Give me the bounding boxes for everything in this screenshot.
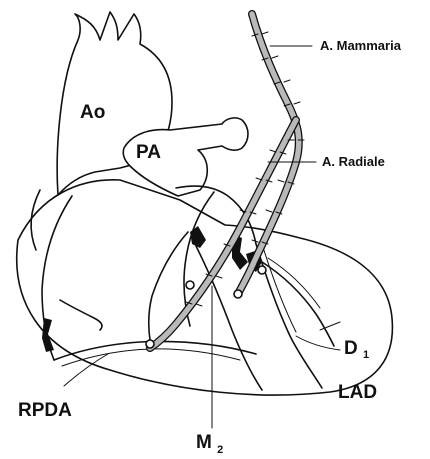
label-pa: PA bbox=[136, 142, 161, 163]
label-a-mammaria: A. Mammaria bbox=[320, 38, 402, 53]
label-a-radiale: A. Radiale bbox=[322, 154, 385, 169]
label-m2-sub: 2 bbox=[217, 444, 223, 456]
label-d1-sub: 1 bbox=[363, 349, 369, 361]
anastomosis-rpda bbox=[146, 340, 154, 348]
label-ao: Ao bbox=[80, 102, 105, 123]
anastomosis-lad bbox=[234, 290, 242, 298]
label-lad: LAD bbox=[338, 382, 377, 403]
anastomosis-d1 bbox=[258, 266, 266, 274]
label-rpda: RPDA bbox=[18, 400, 72, 421]
label-m2: M 2 bbox=[196, 432, 223, 456]
label-m2-main: M bbox=[196, 432, 212, 453]
anastomosis-m2 bbox=[186, 281, 194, 289]
label-d1-main: D bbox=[344, 338, 358, 359]
